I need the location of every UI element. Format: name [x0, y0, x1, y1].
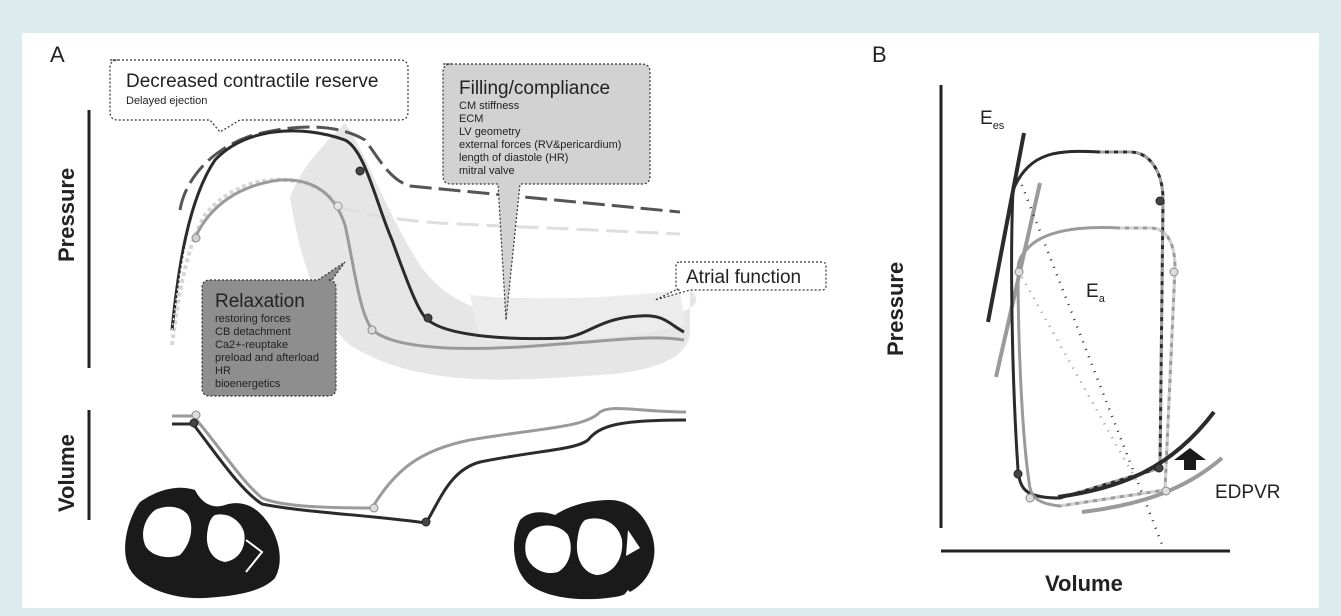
volume-curve-dark — [172, 418, 687, 525]
callout-relaxation-line-3: Ca2+-reuptake — [215, 339, 288, 351]
edpvr-curve-dark — [1057, 410, 1216, 499]
callout-filling-line-1: CM stiffness — [459, 100, 520, 112]
callout-relaxation-line-5: HR — [215, 365, 231, 377]
pressure-curve-mid — [193, 178, 685, 350]
callout-filling-line-6: mitral valve — [459, 165, 515, 177]
figure-panel: A Pressure Volume De — [22, 33, 1319, 608]
callout-atrial-title: Atrial function — [686, 267, 801, 288]
callout-contractile-reserve: Decreased contractile reserve Delayed ej… — [109, 59, 409, 133]
marker-mid-1 — [367, 325, 377, 335]
pv-marker-grey-ed2 — [1161, 486, 1171, 496]
callout-filling-line-3: LV geometry — [459, 126, 521, 138]
pv-volume-axis-label: Volume — [1045, 571, 1123, 596]
pv-loop-dark — [1010, 149, 1165, 500]
pv-marker-grey-ivr — [1025, 493, 1035, 503]
edpvr-curve-grey — [1081, 456, 1224, 514]
callout-filling-line-2: ECM — [459, 113, 483, 125]
marker-light-2 — [333, 201, 343, 211]
marker-vol-mid — [369, 503, 379, 513]
callout-contractile-title: Decreased contractile reserve — [126, 71, 378, 92]
callout-relaxation-title: Relaxation — [215, 291, 305, 312]
pv-loop-grey — [1016, 226, 1177, 508]
marker-dark-1 — [355, 166, 365, 176]
pv-marker-dark-es — [1155, 196, 1165, 206]
callout-contractile-line-1: Delayed ejection — [126, 95, 207, 107]
marker-vol-dark-2 — [421, 517, 431, 527]
panel-a-letter: A — [50, 42, 65, 67]
pressure-curve-dark — [170, 129, 685, 341]
marker-light-1 — [191, 233, 201, 243]
panel-b-letter: B — [872, 42, 887, 67]
figure-svg: A Pressure Volume De — [50, 42, 1280, 605]
volume-curve-mid — [172, 406, 687, 510]
callout-relaxation: Relaxation restoring forces CB detachmen… — [201, 261, 346, 397]
callout-filling-compliance: Filling/compliance CM stiffness ECM LV g… — [442, 63, 651, 321]
callout-filling-line-4: external forces (RV&pericardium) — [459, 139, 621, 151]
ees-label: Ees — [980, 108, 1005, 132]
pressure-curve-dark-dashed — [178, 125, 681, 214]
ea-line-grey — [1016, 269, 1138, 481]
callout-atrial-function: Atrial function — [654, 261, 827, 301]
pressure-curve-light-tail — [337, 205, 681, 236]
callout-filling-line-5: length of diastole (HR) — [459, 152, 568, 164]
arrow-up-icon — [1174, 448, 1206, 470]
marker-dark-2 — [423, 313, 433, 323]
callout-relaxation-line-1: restoring forces — [215, 313, 291, 325]
marker-vol-dark — [189, 418, 199, 428]
relaxation-band — [290, 123, 697, 380]
pv-marker-grey-ed — [1169, 267, 1179, 277]
pv-marker-dark-ed — [1154, 463, 1164, 473]
edpvr-label: EDPVR — [1215, 482, 1280, 503]
marker-vol-light — [191, 410, 201, 420]
callout-relaxation-line-6: bioenergetics — [215, 378, 281, 390]
pv-loop-dark-dash-overlay — [1059, 150, 1165, 500]
callout-relaxation-line-2: CB detachment — [215, 326, 291, 338]
heart-systole-icon — [125, 487, 280, 599]
callout-relaxation-line-4: preload and afterload — [215, 352, 319, 364]
atrial-band — [470, 290, 685, 342]
ea-label: Ea — [1086, 281, 1106, 305]
volume-axis-label-a: Volume — [54, 434, 79, 512]
pv-marker-grey-es — [1014, 267, 1024, 277]
espvr-line-dark — [986, 132, 1026, 323]
pressure-axis-label: Pressure — [54, 168, 79, 262]
pv-marker-dark-ivr — [1013, 469, 1023, 479]
callout-filling-title: Filling/compliance — [459, 78, 610, 99]
heart-diastole-icon — [514, 500, 655, 605]
pv-pressure-axis-label: Pressure — [883, 262, 908, 356]
